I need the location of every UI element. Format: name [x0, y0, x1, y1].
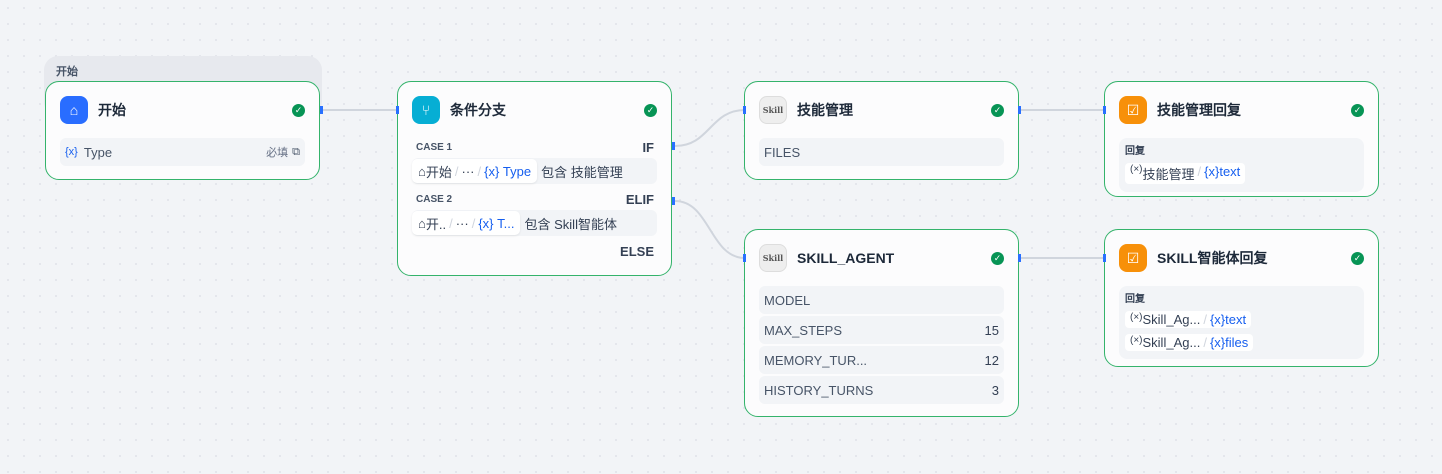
variable-name: text — [1225, 312, 1247, 327]
param-name: MAX_STEPS — [764, 322, 843, 338]
param-row: MEMORY_TUR... 12 — [759, 346, 1004, 374]
reply-variable: (×)Skill_Ag.../{x}files — [1125, 334, 1254, 351]
source-name: 技能管理 — [1142, 167, 1195, 182]
reply2-node[interactable]: ☑ SKILL智能体回复 ✓ 回复 (×)Skill_Ag.../{x}text (… — [1104, 229, 1379, 367]
branch-label: IF — [642, 139, 654, 155]
required-label: 必填 — [266, 147, 289, 159]
branch-icon: ⑂ — [412, 96, 440, 124]
node-title: 技能管理回复 — [1157, 102, 1241, 118]
variable-icon: {x} — [65, 146, 78, 158]
check-icon: ✓ — [991, 103, 1004, 117]
node-title: 开始 — [98, 102, 126, 118]
check-icon: ✓ — [991, 251, 1004, 265]
condition-input-handle[interactable] — [396, 106, 399, 114]
reply-label: 回复 — [1125, 146, 1145, 157]
path-node: 开.. — [425, 216, 447, 232]
node-title: SKILL_AGENT — [797, 250, 895, 266]
home-icon: ⌂ — [418, 163, 426, 179]
start-node[interactable]: ⌂ 开始 ✓ {x} Type 必填⧉ — [45, 81, 320, 180]
check-icon: ✓ — [1351, 251, 1364, 265]
source-name: Skill_Ag... — [1142, 312, 1201, 327]
reply-icon: ☑ — [1119, 244, 1147, 272]
node-title: 条件分支 — [450, 102, 506, 118]
operator: 包含 — [524, 216, 551, 232]
param-value: 12 — [984, 352, 999, 368]
check-icon: ✓ — [292, 103, 305, 117]
reply-label: 回复 — [1125, 294, 1145, 305]
param-row: FILES — [759, 138, 1004, 166]
skill-icon: Skill — [759, 96, 787, 124]
condition-value: 技能管理 — [570, 164, 623, 180]
param-value: 3 — [991, 382, 999, 398]
home-icon: ⌂ — [418, 215, 426, 231]
start-handle[interactable] — [320, 106, 323, 114]
branch-label: ELIF — [625, 191, 654, 207]
reply2-input-handle[interactable] — [1103, 254, 1106, 262]
case-condition[interactable]: ⌂开../···/{x} T...包含 Skill智能体 — [412, 210, 657, 236]
variable-row[interactable]: {x} Type 必填⧉ — [60, 138, 305, 166]
case-label: CASE 2 — [416, 193, 453, 205]
param-row: HISTORY_TURNS 3 — [759, 376, 1004, 404]
variable-name: T... — [497, 215, 515, 231]
variable-icon: {x} — [478, 215, 498, 231]
reply-variable: (×)技能管理/{x}text — [1125, 163, 1246, 184]
variable-icon: {x} — [484, 163, 503, 179]
copy-icon[interactable]: ⧉ — [292, 145, 300, 158]
skill-agent-output-handle[interactable] — [1018, 254, 1021, 262]
home-icon: ⌂ — [60, 96, 88, 124]
skill-agent-node[interactable]: Skill SKILL_AGENT ✓ MODEL MAX_STEPS 15 MEMO… — [744, 229, 1019, 417]
param-name: MEMORY_TUR... — [764, 352, 868, 368]
skill-icon: Skill — [759, 244, 787, 272]
reply1-node[interactable]: ☑ 技能管理回复 ✓ 回复 (×)技能管理/{x}text — [1104, 81, 1379, 197]
variable-name: Type — [83, 144, 113, 160]
edge-elif-agent — [674, 200, 746, 259]
check-icon: ✓ — [644, 103, 657, 117]
if-handle[interactable] — [672, 142, 675, 150]
param-name: MODEL — [764, 292, 811, 308]
variable-name: files — [1225, 335, 1249, 350]
else-label: ELSE — [620, 243, 654, 259]
edge-if-skill — [674, 109, 746, 147]
elif-handle[interactable] — [672, 197, 675, 205]
operator: 包含 — [541, 164, 568, 180]
param-name: FILES — [764, 144, 801, 160]
path-node: 开始 — [425, 164, 452, 180]
group-label: 开始 — [56, 66, 78, 78]
variable-name: Type — [502, 163, 532, 179]
param-row: MAX_STEPS 15 — [759, 316, 1004, 344]
param-name: HISTORY_TURNS — [764, 382, 874, 398]
reply1-input-handle[interactable] — [1103, 106, 1106, 114]
path-ellipsis: ··· — [455, 215, 469, 231]
skill-mgmt-input-handle[interactable] — [743, 106, 746, 114]
variable-name: text — [1219, 164, 1241, 179]
source-name: Skill_Ag... — [1142, 335, 1201, 350]
param-row: MODEL — [759, 286, 1004, 314]
case-label: CASE 1 — [416, 141, 453, 153]
skill-mgmt-output-handle[interactable] — [1018, 106, 1021, 114]
param-value: 15 — [984, 322, 999, 338]
node-title: SKILL智能体回复 — [1157, 250, 1268, 266]
check-icon: ✓ — [1351, 103, 1364, 117]
reply-icon: ☑ — [1119, 96, 1147, 124]
condition-value: Skill智能体 — [554, 216, 617, 232]
reply-variable: (×)Skill_Ag.../{x}text — [1125, 311, 1252, 328]
path-ellipsis: ··· — [461, 163, 475, 179]
skill-agent-input-handle[interactable] — [743, 254, 746, 262]
skill-mgmt-node[interactable]: Skill 技能管理 ✓ FILES — [744, 81, 1019, 180]
node-title: 技能管理 — [797, 102, 853, 118]
